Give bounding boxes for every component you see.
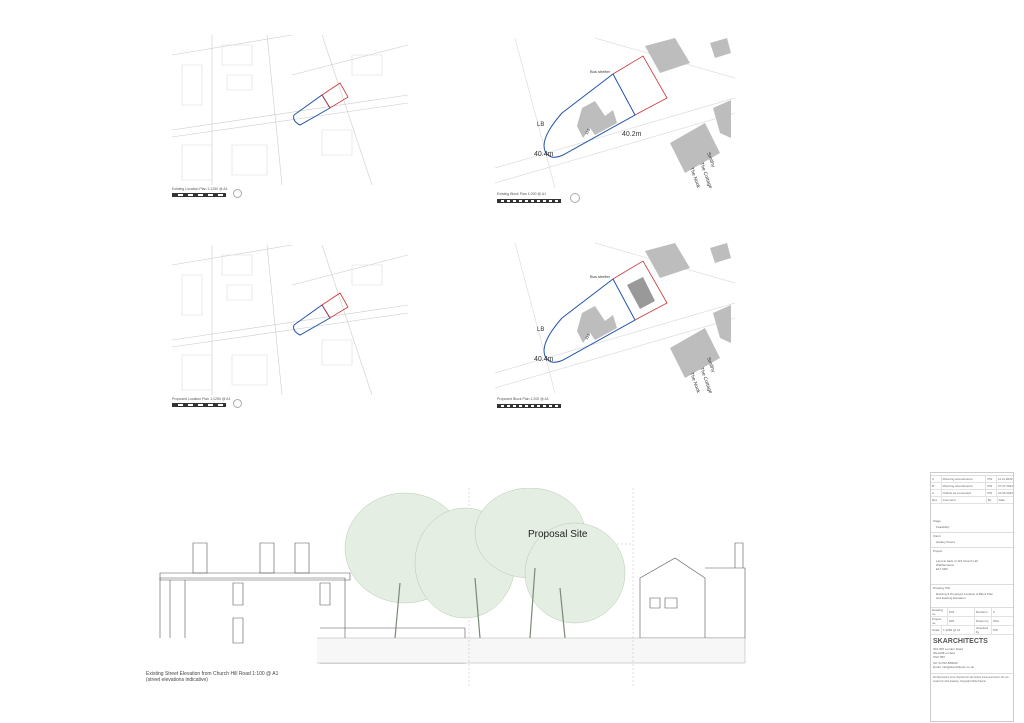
- drawing-no: P01: [948, 608, 975, 616]
- north-arrow-icon: [570, 193, 580, 203]
- project-no: 618: [948, 617, 975, 625]
- notes: All dimensions to be checked on site bef…: [933, 676, 1009, 683]
- ownership-boundary: [321, 292, 349, 319]
- rev-header: Date: [998, 498, 1005, 502]
- neighbour-label: Smithy: [705, 152, 716, 169]
- neighbour-label: The Nook: [688, 167, 701, 188]
- bus-shelter-label: Bus shelter: [590, 274, 611, 279]
- email: Email: info@skarchitects.co.uk: [933, 665, 974, 669]
- firm-section: SKARCHITECTS 303-305 London Road Westcli…: [931, 635, 1013, 674]
- scale-bar: [172, 403, 226, 407]
- existing-location-plan: [172, 35, 408, 185]
- label: Client: [933, 534, 941, 538]
- label: Project: [933, 549, 943, 553]
- proposed-location-caption: Proposed Location Plan 1:1250 @ A1: [172, 397, 231, 401]
- address-line: SS0 7BX: [933, 655, 946, 659]
- scale-bar: [172, 193, 226, 197]
- rev-header: By: [987, 497, 998, 503]
- drawing-title-line: Existing & Proposed Location & Block Pla…: [936, 592, 994, 596]
- bus-shelter-label: Bus shelter: [590, 69, 611, 74]
- street-elevation: [159, 488, 746, 688]
- proposed-building: [627, 277, 655, 309]
- label: Scale: [931, 626, 942, 634]
- label: Project no.: [931, 617, 948, 625]
- scale-bar: [497, 404, 561, 408]
- rev-by: PW: [986, 483, 997, 489]
- proposed-block-plan: Bus shelter LB 40.4m 115 Smithy The Cott…: [495, 243, 735, 393]
- label: Drawing Title: [933, 586, 951, 590]
- client-value: Hartley Peters: [936, 540, 956, 544]
- proposal-site-label: Proposal Site: [528, 529, 588, 540]
- rev: A: [931, 490, 942, 496]
- level-label: 40.2m: [622, 131, 642, 138]
- house-number: 115: [584, 127, 592, 136]
- level-label: 40.4m: [534, 356, 554, 363]
- rev-by: PW: [986, 490, 997, 496]
- elevation-caption-line: (street elevations indicative): [146, 677, 208, 683]
- north-arrow-icon: [233, 399, 242, 408]
- project-line: E17 9RX: [936, 567, 949, 571]
- rev-header: Rev: [931, 497, 942, 503]
- firm-logo: SKARCHITECTS: [933, 638, 988, 645]
- existing-block-caption: Existing Block Plan 1:200 @ A1: [497, 192, 547, 196]
- drawn-by: SKA: [993, 619, 1000, 623]
- existing-block-plan: Bus shelter LB 40.2m 40.4m 115 Smithy Th…: [495, 38, 735, 188]
- rev-comment: Planning amendments: [942, 483, 987, 489]
- existing-location-caption: Existing Location Plan 1:1250 @ A1: [172, 187, 228, 191]
- rev-comment: Outline as consented: [942, 490, 987, 496]
- proposed-location-plan: [172, 245, 408, 395]
- scale: 1:1250 @ A1: [942, 626, 975, 634]
- label: Checked by: [975, 626, 992, 634]
- address-line: 303-305 London Road: [933, 647, 963, 651]
- lb-label: LB: [537, 327, 544, 333]
- proposed-block-caption: Proposed Block Plan 1:200 @ A1: [497, 397, 549, 401]
- drawing-title-section: Drawing Title Existing & Proposed Locati…: [931, 585, 1013, 608]
- rev: C: [931, 476, 942, 482]
- tel: Tel: 01702 889000: [933, 661, 958, 665]
- house-number: 115: [584, 332, 592, 341]
- address-line: Westcliff-on-Sea: [933, 651, 955, 655]
- ownership-boundary: [321, 82, 349, 109]
- project-line: Land at back of 115 Church Hill: [936, 559, 978, 563]
- label: Drawing no.: [931, 608, 948, 616]
- stage-value: Feasibility: [936, 525, 950, 529]
- site-boundary: [293, 304, 331, 336]
- scale-bar: [497, 199, 561, 203]
- rev-date: 07.07.2022: [997, 484, 1013, 488]
- rev-by: PW: [986, 476, 997, 482]
- rev: B: [931, 483, 942, 489]
- checked-by: PW: [993, 628, 998, 632]
- revision: C: [993, 610, 996, 614]
- elevation-caption: Existing Street Elevation from Church Hi…: [146, 671, 278, 683]
- elevation-caption-line: Existing Street Elevation from Church Hi…: [146, 671, 279, 677]
- lb-label: LB: [537, 122, 544, 128]
- neighbour-label: The Nook: [688, 372, 701, 393]
- rev-date: 11.11.2022: [997, 477, 1013, 481]
- neighbour-label: Smithy: [705, 357, 716, 374]
- north-arrow-icon: [233, 189, 242, 198]
- project-line: Walthamstow: [936, 563, 954, 567]
- rev-date: 10.05.2022: [997, 491, 1013, 495]
- rev-header: Comment: [942, 497, 987, 503]
- site-boundary: [293, 94, 331, 126]
- rev-comment: Planning amendments: [942, 476, 987, 482]
- level-label: 40.4m: [534, 151, 554, 158]
- label: Drawn by: [975, 617, 992, 625]
- drawing-title-line: and Existing Elevation: [936, 596, 966, 600]
- label: Revision: [975, 608, 992, 616]
- label: Stage: [933, 519, 941, 523]
